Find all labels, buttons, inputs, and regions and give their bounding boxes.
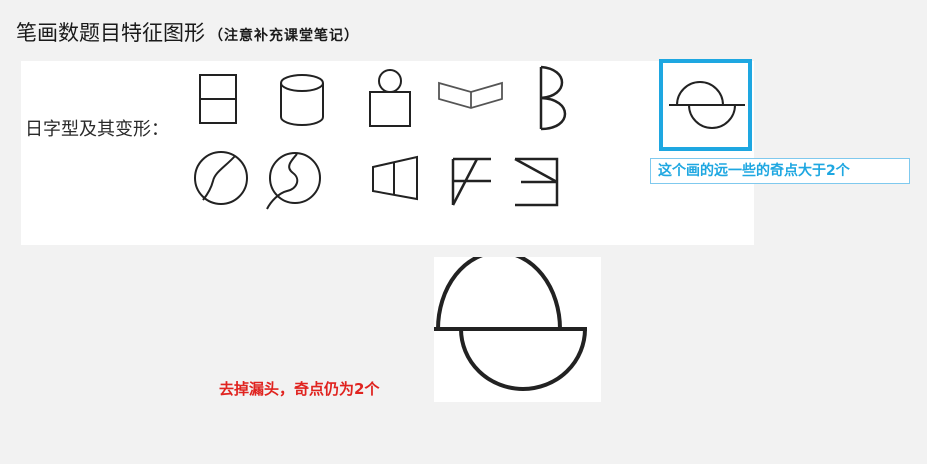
panel-label: 日字型及其变形： [25,119,169,140]
cylinder-figure [273,69,333,131]
f-shape-box-figure [447,155,497,209]
note-remove-leaks: 去掉漏头，奇点仍为2个 [219,380,380,398]
trapezoid-split-figure [369,153,423,203]
circle-s-curve-figure [191,147,253,209]
z-shape-box-figure [511,155,563,209]
circle-spiral-figure [263,147,327,215]
highlighted-figure-box [659,59,752,151]
circle-with-line-small-figure [669,81,745,129]
page-title: 笔画数题目特征图形（注意补充课堂笔记） [16,17,359,47]
split-rectangle-figure [195,69,241,129]
circle-with-line-large-figure [434,250,587,391]
open-book-figure [435,75,505,115]
circle-on-square-figure [366,65,416,131]
title-note: （注意补充课堂笔记） [209,28,359,44]
enlarged-figure [434,250,601,402]
callout-odd-points: 这个画的远一些的奇点大于2个 [650,158,910,184]
figure-panel: 日字型及其变形： [21,61,754,245]
title-text: 笔画数题目特征图形 [16,21,205,45]
letter-b-figure [531,63,581,133]
